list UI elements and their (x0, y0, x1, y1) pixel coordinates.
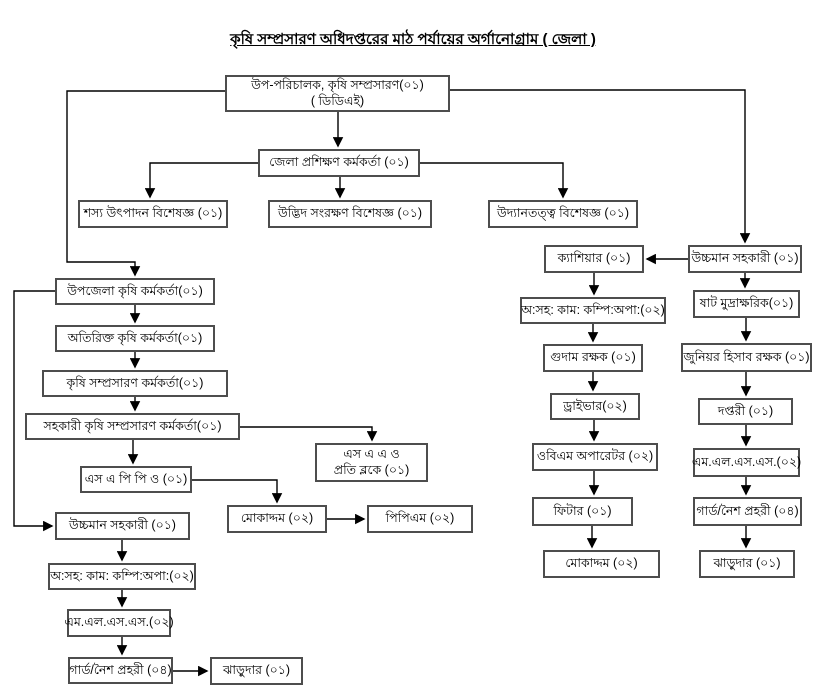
node-driver: ড্রাইভার(০২) (550, 393, 640, 420)
node-label: দপ্তরী (০১) (717, 403, 774, 418)
node-saao-line2: প্রতি ব্লকে (০১) (333, 462, 410, 477)
node-head-assistant-left: উচ্চমান সহকারী (০১) (55, 512, 190, 540)
node-guard-left: গার্ড/নৈশ প্রহরী (০৪) (68, 657, 173, 684)
node-label: শস্য উৎপাদন বিশেষজ্ঞ (০১) (83, 206, 223, 221)
node-sappo: এস এ পি পি ও (০১) (80, 466, 192, 493)
node-sweeper-right: ঝাড়ুদার (০১) (699, 550, 795, 578)
node-label: অ:সহ: কাম: কম্পি:অপা:(০২) (50, 568, 194, 583)
node-label: উপজেলা কৃষি কর্মকর্তা(০১) (67, 283, 203, 298)
node-mlss-right: এম.এল.এস.এস.(০২) (691, 448, 802, 477)
node-saao-per-block: এস এ এ ও প্রতি ব্লকে (০১) (315, 443, 428, 482)
node-label: এস এ পি পি ও (০১) (84, 471, 188, 486)
node-store-keeper: গুদাম রক্ষক (০১) (543, 344, 643, 372)
node-district-training-officer: জেলা প্রশিক্ষণ কর্মকর্তা (০১) (258, 149, 420, 177)
node-label: কৃষি সম্প্রসারণ কর্মকর্তা(০১) (66, 375, 204, 390)
node-asst-agri-extension-officer: সহকারী কৃষি সম্প্রসারণ কর্মকর্তা(০১) (25, 413, 240, 440)
connector-sappo-mokaddom-l (192, 479, 283, 504)
node-label: অ:সহ: কাম: কম্পি:অপা:(০২) (521, 302, 665, 317)
connector-saeo-saao (240, 426, 378, 442)
node-crop-production-specialist: শস্য উৎপাদন বিশেষজ্ঞ (০১) (78, 200, 228, 228)
node-deputy-director-line2: ( ডিডিএই) (310, 93, 365, 108)
node-plant-protection-specialist: উদ্ভিদ সংরক্ষণ বিশেষজ্ঞ (০১) (268, 200, 432, 228)
node-label: অতিরিক্ত কৃষি কর্মকর্তা(০১) (67, 330, 203, 345)
node-ppm: পিপিএম (০২) (367, 505, 473, 533)
node-label: মোকাদ্দম (০২) (565, 556, 638, 571)
node-label: গার্ড/নৈশ প্রহরী (০৪) (696, 503, 799, 518)
node-label: ষাট মুদ্রাক্ষরিক(০১) (699, 296, 794, 311)
node-sweeper-left: ঝাড়ুদার (০১) (210, 657, 303, 685)
node-label: ফিটার (০১) (553, 503, 612, 518)
node-office-asst-computer-operator-mid: অ:সহ: কাম: কম্পি:অপা:(০২) (520, 297, 666, 324)
node-label: সহকারী কৃষি সম্প্রসারণ কর্মকর্তা(০১) (43, 418, 222, 433)
node-label: গুদাম রক্ষক (০১) (550, 350, 636, 365)
node-cashier: ক্যাশিয়ার (০১) (544, 245, 644, 273)
node-label: গার্ড/নৈশ প্রহরী (০৪) (69, 662, 172, 677)
node-deputy-director-line1: উপ-পরিচালক, কৃষি সম্প্রসারণ(০১) (251, 77, 424, 92)
node-label: উচ্চমান সহকারী (০১) (691, 251, 799, 266)
node-guard-right: গার্ড/নৈশ প্রহরী (০৪) (693, 497, 802, 526)
node-label: ঝাড়ুদার (০১) (713, 556, 781, 571)
connector-dto-crop (144, 162, 258, 199)
node-junior-accounts-keeper: জুনিয়র হিসাব রক্ষক (০১) (681, 343, 812, 372)
node-daftari: দপ্তরী (০১) (698, 398, 793, 425)
node-label: উচ্চমান সহকারী (০১) (69, 518, 176, 533)
node-label: এম.এল.এস.এস.(০২) (691, 454, 802, 469)
node-label: জুনিয়র হিসাব রক্ষক (০১) (683, 349, 810, 364)
page-title-text: কৃষি সম্প্রসারণ অধিদপ্তরের মাঠ পর্যায়ের… (230, 31, 596, 48)
page-title: কৃষি সম্প্রসারণ অধিদপ্তরের মাঠ পর্যায়ের… (0, 28, 826, 53)
node-label: ড্রাইভার(০২) (563, 398, 627, 413)
node-head-assistant-right: উচ্চমান সহকারী (০১) (688, 245, 802, 273)
node-label: উদ্যানতত্ত্ব বিশেষজ্ঞ (০১) (497, 206, 629, 221)
node-agri-extension-officer: কৃষি সম্প্রসারণ কর্মকর্তা(০১) (42, 370, 228, 397)
connector-upazila-head-assistant-left (13, 290, 55, 532)
connector-ddae-upazila (66, 90, 225, 277)
node-label: ঝাড়ুদার (০১) (222, 663, 291, 678)
node-mlss-left: এম.এল.এস.এস.(০২) (64, 609, 174, 637)
connector-dto-horti (420, 162, 569, 199)
node-label: ক্যাশিয়ার (০১) (557, 251, 631, 266)
node-saao-line1: এস এ এ ও (343, 446, 400, 461)
node-deputy-director: উপ-পরিচালক, কৃষি সম্প্রসারণ(০১) ( ডিডিএই… (225, 75, 450, 112)
node-label: মোকাদ্দম (০২) (240, 511, 314, 526)
node-label: এম.এল.এস.এস.(০২) (64, 615, 174, 630)
node-mokaddom-left: মোকাদ্দম (০২) (227, 505, 327, 533)
node-horticulture-specialist: উদ্যানতত্ত্ব বিশেষজ্ঞ (০১) (488, 200, 638, 228)
node-label: জেলা প্রশিক্ষণ কর্মকর্তা (০১) (269, 155, 409, 170)
node-label: উদ্ভিদ সংরক্ষণ বিশেষজ্ঞ (০১) (277, 206, 423, 221)
node-label: ওবিএম অপারেটর (০২) (536, 449, 654, 464)
node-fitter: ফিটার (০১) (532, 497, 633, 526)
node-mokaddom-mid: মোকাদ্দম (০২) (543, 550, 660, 578)
node-additional-agri-officer: অতিরিক্ত কৃষি কর্মকর্তা(০১) (55, 325, 215, 352)
node-upazila-agri-officer: উপজেলা কৃষি কর্মকর্তা(০১) (55, 278, 215, 305)
node-label: পিপিএম (০২) (385, 511, 455, 526)
node-obm-operator: ওবিএম অপারেটর (০২) (532, 443, 658, 471)
node-office-asst-computer-operator-left: অ:সহ: কাম: কম্পি:অপা:(০২) (48, 563, 196, 590)
node-stenotypist: ষাট মুদ্রাক্ষরিক(০১) (693, 290, 800, 318)
